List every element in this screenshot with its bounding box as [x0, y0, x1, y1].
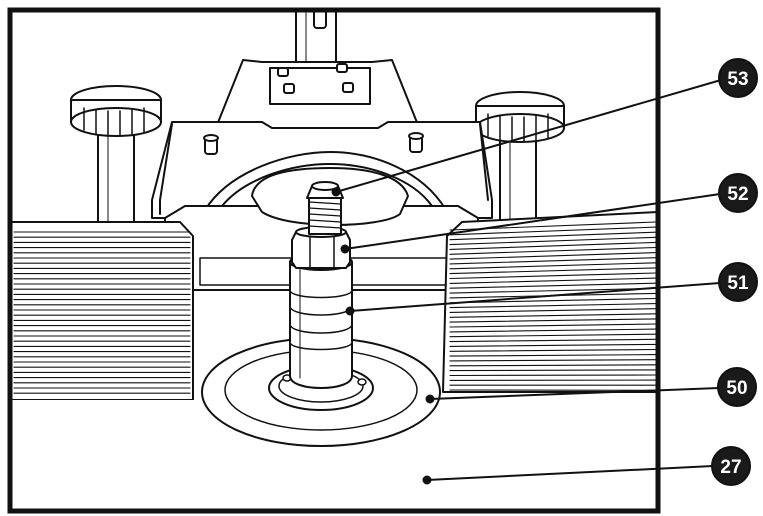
callout-53: 53 — [331, 58, 758, 197]
rib-line — [449, 287, 657, 294]
rib-line — [449, 313, 657, 318]
callout-27: 27 — [422, 446, 751, 486]
callout-label-50: 50 — [726, 378, 747, 399]
rib-line — [449, 359, 657, 362]
rib-line — [449, 226, 657, 236]
rib-line — [449, 343, 657, 347]
rib-line — [449, 318, 657, 323]
callout-label-51: 51 — [727, 273, 749, 294]
callout-50: 50 — [425, 367, 757, 407]
rib-line — [449, 328, 657, 333]
figure-frame — [7, 7, 661, 514]
rib-line — [449, 241, 657, 250]
callout-label-52: 52 — [727, 184, 748, 205]
rib-line — [449, 257, 657, 265]
rib-line — [449, 236, 657, 246]
illustration — [10, 10, 658, 447]
callout-label-27: 27 — [720, 457, 741, 478]
rib-line — [449, 297, 657, 304]
rib-line — [449, 338, 657, 343]
callout-51: 51 — [345, 262, 758, 316]
rib-line — [449, 252, 657, 260]
rib-line — [449, 333, 657, 338]
rib-line — [449, 364, 657, 367]
left-knob — [70, 85, 162, 227]
rib-line — [449, 267, 657, 275]
spindle — [289, 253, 353, 389]
rib-line — [449, 272, 657, 280]
bracket-bolts — [277, 63, 354, 94]
base-plate — [10, 400, 200, 410]
callout-52: 52 — [340, 173, 758, 254]
rib-line — [449, 369, 657, 372]
callouts: 53 52 51 50 27 — [331, 58, 758, 486]
rib-line — [449, 354, 657, 357]
rib-line — [449, 323, 657, 328]
right-ribbed-panel — [442, 211, 658, 393]
rib-line — [449, 277, 657, 284]
rib-line — [449, 348, 657, 352]
rib-line — [449, 282, 657, 289]
rib-line — [449, 374, 657, 377]
rib-line — [449, 308, 657, 313]
right-knob — [475, 91, 565, 229]
rib-line — [449, 231, 657, 241]
left-ribbed-panel — [10, 221, 194, 401]
rib-line — [449, 262, 657, 270]
rib-line — [449, 303, 657, 309]
upper-bracket — [214, 59, 421, 131]
rib-line — [449, 246, 657, 255]
callout-label-53: 53 — [727, 69, 748, 90]
